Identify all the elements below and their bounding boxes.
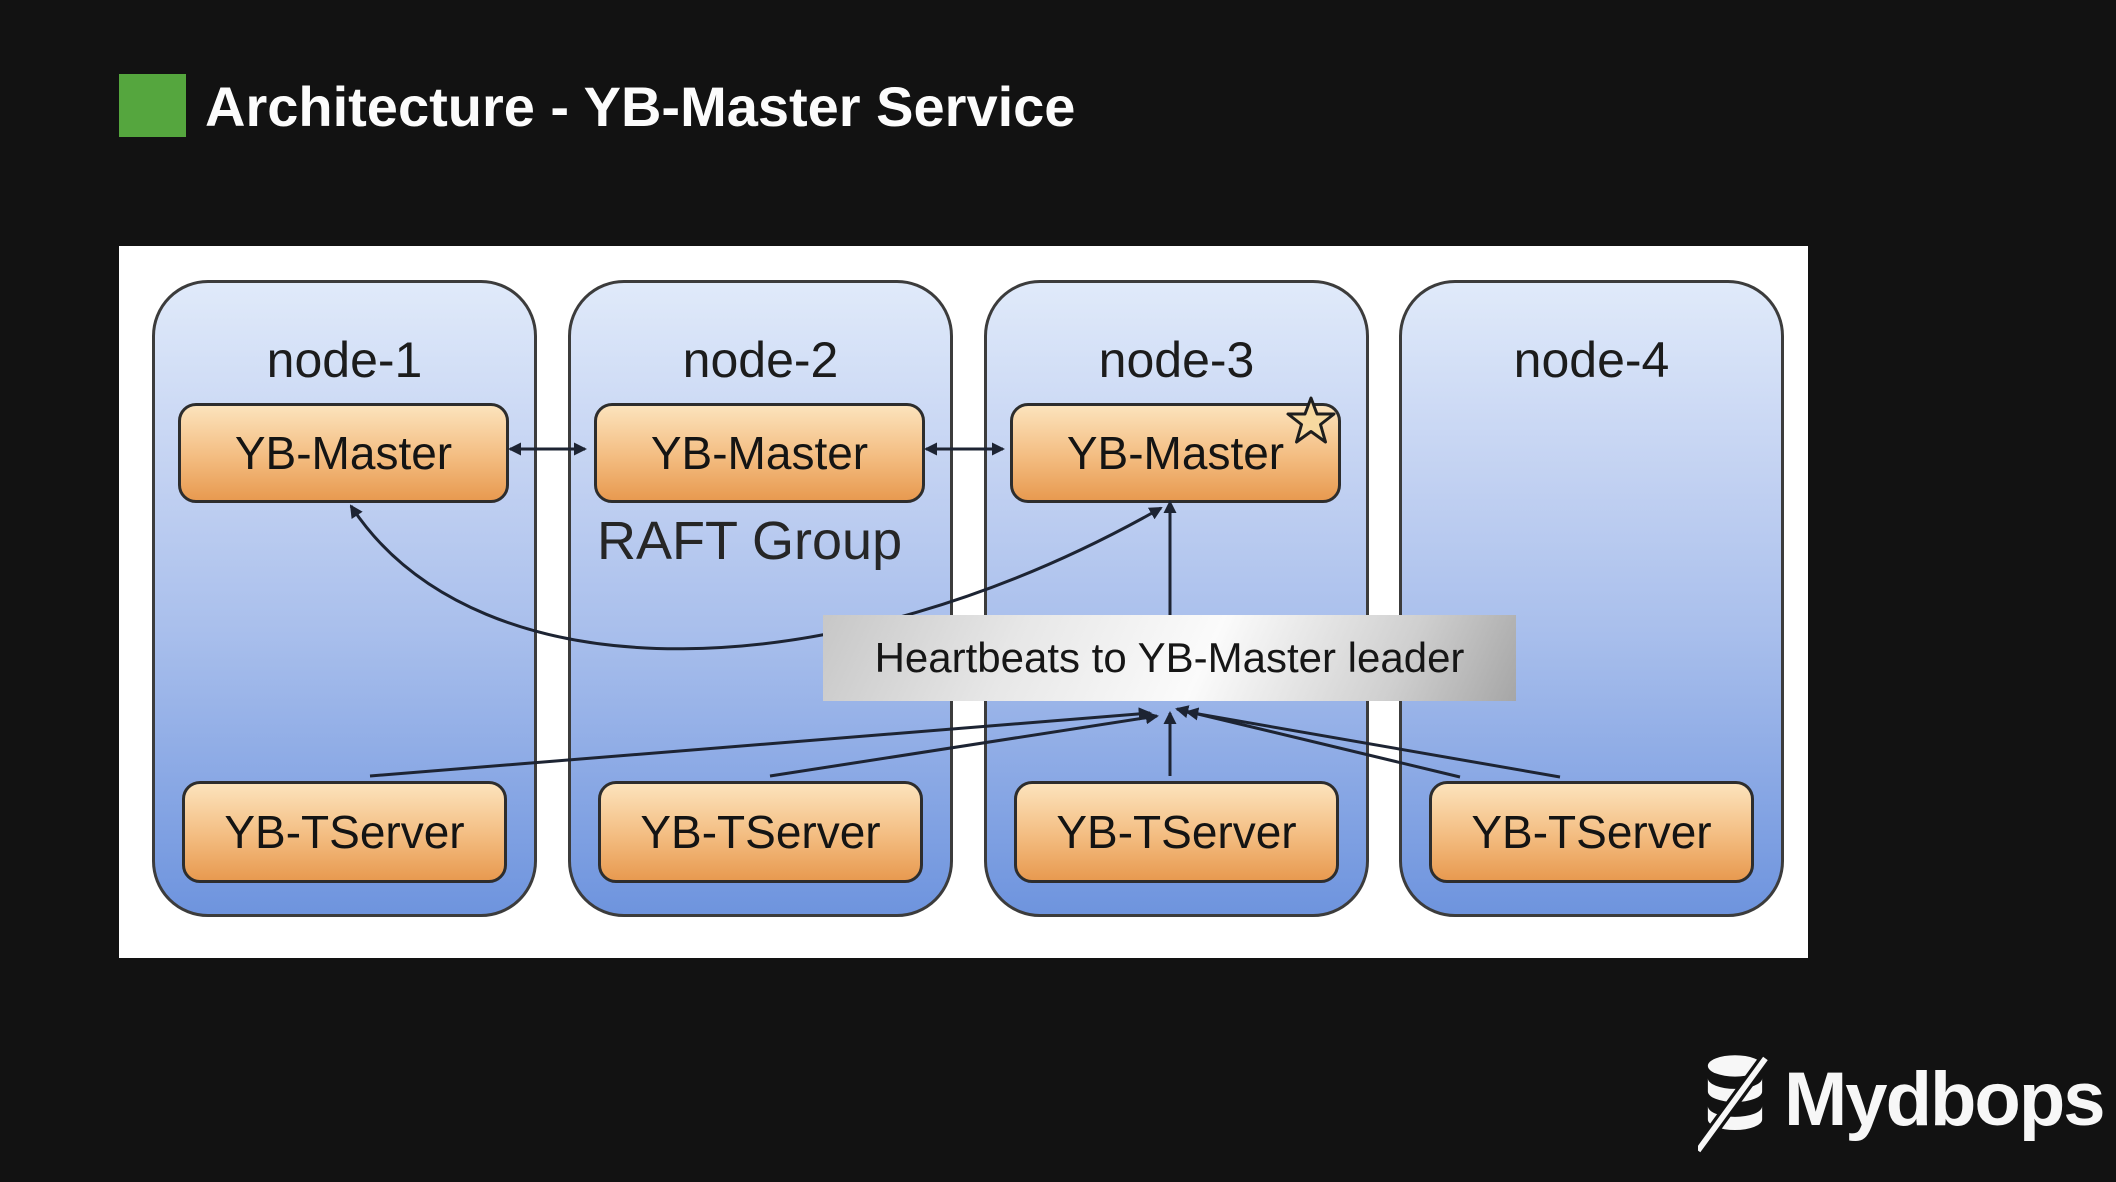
database-slash-icon [1698,1051,1772,1153]
yb-tserver-label: YB-TServer [1471,806,1712,858]
yb-tserver-box-node2: YB-TServer [598,781,923,883]
yb-master-leader-box-node3: YB-Master [1010,396,1341,503]
yb-master-label: YB-Master [234,427,453,479]
yb-tserver-box-node1: YB-TServer [182,781,507,883]
node-box-2: node-2 YB-Master YB-TServer [568,280,953,917]
node-title: node-4 [1513,332,1670,388]
heartbeat-label: Heartbeats to YB-Master leader [823,615,1516,701]
raft-group-label: RAFT Group [597,511,903,571]
title-row: Architecture - YB-Master Service [0,60,2116,152]
yb-master-label: YB-Master [1066,427,1285,479]
node-title: node-1 [266,332,423,388]
title-accent-square [119,74,186,137]
yb-master-label: YB-Master [650,427,869,479]
node-box-1: node-1 YB-Master YB-TServer [152,280,537,917]
yb-tserver-box-node3: YB-TServer [1014,781,1339,883]
node-box-3: node-3 YB-Master YB-TServer [984,280,1369,917]
yb-tserver-label: YB-TServer [1056,806,1297,858]
heartbeat-label-text: Heartbeats to YB-Master leader [874,634,1465,681]
yb-tserver-label: YB-TServer [224,806,465,858]
node-box-4: node-4 YB-TServer [1399,280,1784,917]
yb-tserver-label: YB-TServer [640,806,881,858]
star-icon [1286,396,1336,444]
brand-logo: Mydbops [1698,1046,2106,1154]
node-title: node-2 [682,332,839,388]
brand-name: Mydbops [1784,1057,2106,1142]
yb-master-box-node1: YB-Master [178,403,509,503]
page-title: Architecture - YB-Master Service [205,74,1076,138]
yb-master-box-node2: YB-Master [594,403,925,503]
node-title: node-3 [1098,332,1255,388]
architecture-diagram-panel: node-1 YB-Master YB-TServer node-2 YB-Ma… [119,246,1808,958]
yb-tserver-box-node4: YB-TServer [1429,781,1754,883]
